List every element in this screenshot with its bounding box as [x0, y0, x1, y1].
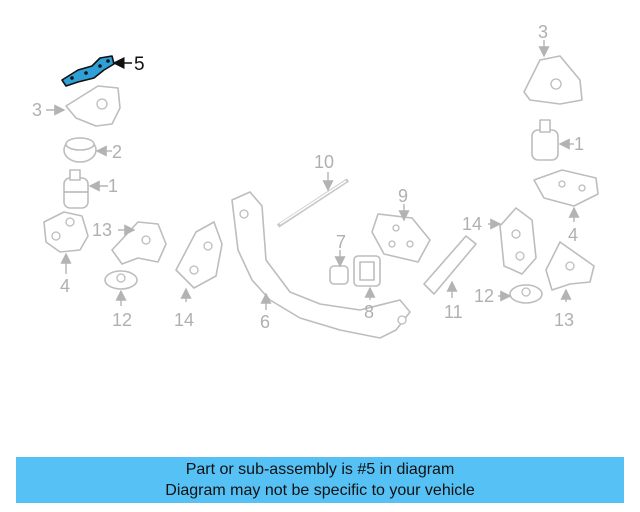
part-14-mid-bracket	[175, 221, 223, 289]
callout-6: 6	[260, 312, 270, 332]
part-1-right-mount	[531, 119, 559, 161]
callout-5: 5	[134, 54, 145, 75]
part-13-right-bracket	[545, 241, 595, 291]
info-banner: Part or sub-assembly is #5 in diagram Di…	[16, 457, 624, 503]
callout-8: 8	[364, 302, 374, 322]
part-10-rod	[276, 178, 350, 228]
callout-13-left: 13	[92, 220, 112, 240]
part-1-left-mount	[63, 169, 89, 209]
callout-2: 2	[112, 142, 122, 162]
part-4-right-bracket	[533, 169, 599, 207]
banner-line-2: Diagram may not be specific to your vehi…	[165, 482, 475, 499]
part-8-mount-block	[353, 255, 381, 287]
part-11-rail	[423, 235, 477, 295]
callout-14-mid: 14	[174, 310, 194, 330]
callout-4-left: 4	[60, 276, 70, 296]
part-14-right-bracket	[499, 207, 537, 275]
callout-3-right: 3	[538, 22, 548, 42]
part-3-left-bracket	[65, 85, 121, 127]
callout-14-right: 14	[462, 214, 482, 234]
part-3-right-bracket	[523, 55, 583, 105]
part-7-bushing	[329, 265, 349, 285]
part-12-right-pad	[509, 284, 543, 304]
callout-12-right: 12	[474, 286, 494, 306]
part-5-bracket[interactable]	[61, 55, 115, 87]
callout-1-right: 1	[574, 134, 584, 154]
callout-13-right: 13	[554, 310, 574, 330]
part-2-cushion	[63, 137, 97, 163]
part-12-left-pad	[104, 270, 138, 290]
part-13-left-bracket	[111, 221, 167, 265]
part-4-left-bracket	[43, 211, 89, 253]
parts-diagram: 5 3 2 1 4 13 12 14	[32, 22, 599, 339]
banner-line-1: Part or sub-assembly is #5 in diagram	[185, 461, 455, 478]
callout-10: 10	[314, 152, 334, 172]
part-9-plate	[371, 213, 431, 263]
callout-3-left: 3	[32, 100, 42, 120]
callout-12-left: 12	[112, 310, 132, 330]
callout-7: 7	[336, 232, 346, 252]
callout-11: 11	[444, 302, 463, 322]
callout-9: 9	[398, 186, 408, 206]
callout-1-left: 1	[108, 176, 118, 196]
callout-4-right: 4	[568, 225, 578, 245]
